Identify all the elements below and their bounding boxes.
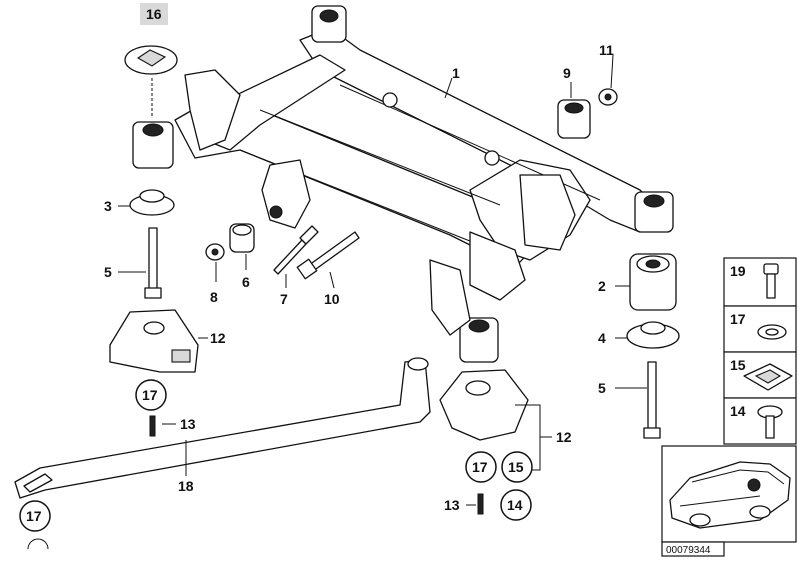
circle-17-right: [465, 451, 497, 483]
legend-cell-14: [723, 397, 797, 445]
diagram-id: 00079344: [666, 545, 711, 556]
legend-panel: 19 17 15 14 00079344: [661, 257, 797, 557]
label-15-right: 15: [508, 459, 524, 475]
label-10: 10: [324, 291, 340, 307]
diagram-id-box: [661, 541, 725, 557]
label-1: 1: [452, 65, 460, 81]
part-5-bolt-left: [144, 227, 162, 299]
part-9-bush: [557, 99, 591, 139]
circle-15-right: [501, 451, 533, 483]
part-labels: 16 1 9 11 3 5 12 8 6 7 10 2 4 5 17 13 18…: [19, 3, 614, 550]
label-box-16: [140, 3, 168, 25]
label-8: 8: [210, 289, 218, 305]
part-18-strut-brace: [14, 357, 431, 499]
label-6: 6: [242, 274, 250, 290]
label-18: 18: [178, 478, 194, 494]
part-4-rubber-mount: [626, 321, 680, 349]
label-17-left: 17: [142, 387, 158, 403]
label-9: 9: [563, 65, 571, 81]
label-13-left: 13: [180, 416, 196, 432]
legend-label-14: 14: [730, 403, 746, 419]
part-16-washer: [124, 45, 178, 75]
circle-17-left: [135, 379, 167, 411]
label-4: 4: [598, 330, 606, 346]
part-3-rubber-mount: [129, 189, 175, 216]
label-17-right: 17: [472, 459, 488, 475]
label-7: 7: [280, 291, 288, 307]
label-5-left: 5: [104, 264, 112, 280]
legend-cell-19: [723, 257, 797, 307]
part-2-bush-right: [629, 253, 677, 311]
label-11: 11: [599, 42, 614, 58]
part-12-mount-pad-left: [109, 309, 199, 373]
label-13-right: 13: [444, 497, 460, 513]
legend-label-19: 19: [730, 263, 746, 279]
circle-17-bottom: [19, 500, 51, 532]
label-12-left: 12: [210, 330, 226, 346]
label-2: 2: [598, 278, 606, 294]
part-10-bolt: [296, 231, 360, 280]
partial-circle: [27, 538, 49, 550]
part-8-nut: [205, 243, 225, 261]
label-5-right: 5: [598, 380, 606, 396]
label-16: 16: [146, 6, 162, 22]
part-13-screw-right: [477, 493, 484, 515]
part-12-mount-pad-right: [439, 369, 529, 441]
label-3: 3: [104, 198, 112, 214]
legend-label-17: 17: [730, 311, 746, 327]
part-5-bolt-right: [643, 361, 661, 439]
label-12-right: 12: [556, 429, 572, 445]
part-6-bush: [229, 223, 255, 253]
part-11-nut: [598, 88, 618, 106]
part-7-bolt: [273, 225, 319, 275]
legend-label-15: 15: [730, 357, 746, 373]
rear-axle-carrier: [132, 5, 674, 363]
label-17-bottom: 17: [26, 508, 42, 524]
leader-lines: [118, 54, 647, 506]
part-13-screw-left: [149, 415, 156, 437]
location-marker: [747, 478, 761, 492]
circle-14-right: [500, 489, 532, 521]
label-14-right: 14: [507, 497, 523, 513]
